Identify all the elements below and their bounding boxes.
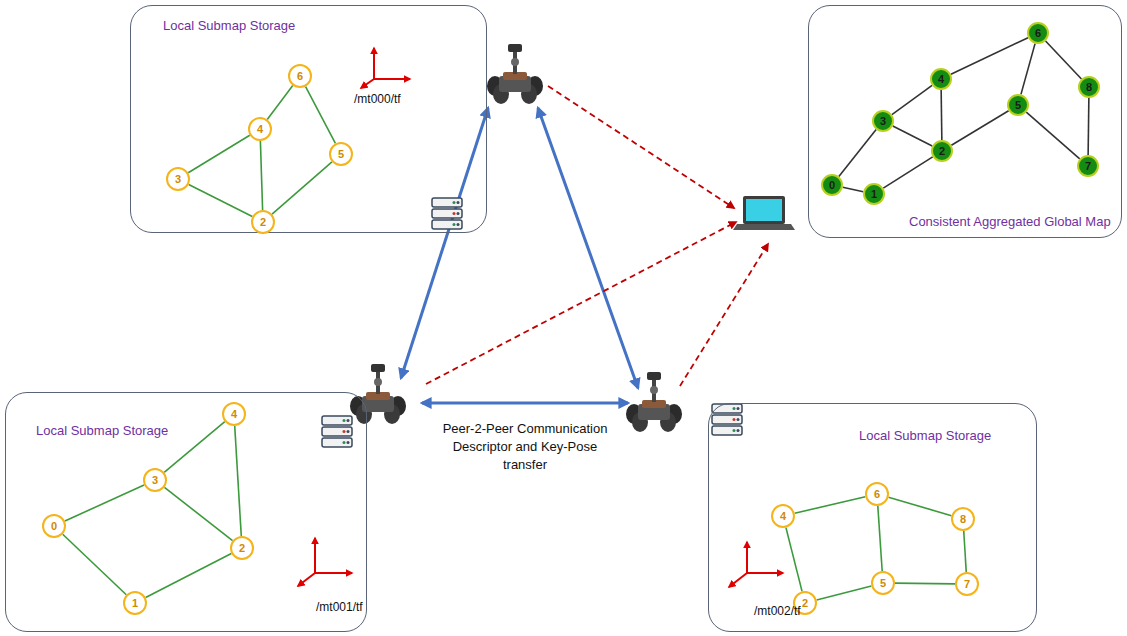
graph-edge [843,187,863,191]
pose-node: 4 [771,504,795,528]
pose-node: 5 [1007,94,1029,116]
pose-node: 5 [329,142,353,166]
frame-label: /mt002/tf [754,604,801,618]
submap-panel: Consistent Aggregated Global Map 0 1 2 3 4 5 6 7… [808,5,1122,238]
pose-node: 7 [955,572,979,596]
pose-node: 0 [42,514,66,538]
node-number: 2 [239,543,245,554]
graph-edge [164,422,225,473]
node-number: 6 [1035,28,1041,39]
panel-title: Local Submap Storage [859,428,991,443]
node-number: 8 [960,514,966,525]
graph-edge [883,157,932,188]
node-number: 5 [1015,100,1021,111]
node-number: 1 [132,598,138,609]
graph-edge [1046,41,1082,79]
node-number: 1 [871,189,877,200]
graph-edge [146,553,232,597]
graph-edge [889,497,952,515]
graph-edge [306,87,336,144]
pose-node: 6 [865,482,889,506]
node-number: 7 [964,579,970,590]
pose-node: 2 [230,536,254,560]
graph-edge [189,184,253,216]
graph-edge [1087,98,1089,155]
node-number: 0 [829,180,835,191]
node-number: 6 [874,489,880,500]
pose-node: 4 [222,402,246,426]
node-number: 5 [880,578,886,589]
node-number: 8 [1086,82,1092,93]
link-caption: Peer-2-Peer Communication Descriptor and… [440,420,610,474]
graph-edge [188,135,250,173]
node-number: 2 [802,598,808,609]
node-number: 0 [51,521,57,532]
node-number: 4 [231,409,237,420]
pose-node: 4 [930,68,952,90]
node-number: 4 [257,124,263,135]
graph-edge [964,531,967,572]
graph-edge [895,582,955,584]
graph-edge [267,86,293,120]
graph-edge [65,485,144,521]
submap-panel: Local Submap Storage 4 3 0 2 1 [5,392,367,632]
pose-node: 7 [1077,155,1099,177]
pose-node: 2 [251,210,275,234]
panel-title: Consistent Aggregated Global Map [909,214,1111,229]
pose-node: 5 [871,571,895,595]
graph-edge [272,162,332,214]
pose-node: 0 [821,174,843,196]
pose-node: 8 [1078,76,1100,98]
panel-title: Local Submap Storage [36,423,168,438]
pose-node: 3 [872,110,894,132]
submap-panel: Local Submap Storage 6 4 3 5 2 [130,5,487,233]
frame-label: /mt001/tf [316,600,363,614]
node-number: 2 [260,217,266,228]
graph-edge [786,528,802,592]
graph-edge [878,506,882,571]
frame-label: /mt000/tf [354,92,401,106]
graph-edge [1021,44,1035,95]
graph-edge [839,130,876,177]
graph-edge [892,85,932,114]
submap-panel: Local Submap Storage 6 8 4 5 7 2 [708,403,1037,632]
graph-edge [951,111,1008,146]
graph-edge [235,426,242,536]
pose-node: 8 [951,507,975,531]
panel-title: Local Submap Storage [163,18,295,33]
graph-edge [1026,112,1079,159]
pose-node: 6 [1027,22,1049,44]
node-number: 3 [175,174,181,185]
pose-node: 4 [248,117,272,141]
graph-edge [817,586,872,600]
node-number: 5 [338,149,344,160]
graph-edge [164,487,232,540]
node-number: 4 [938,74,944,85]
graph-edge [893,126,932,146]
graph-edge [940,90,942,140]
node-number: 7 [1085,161,1091,172]
pose-node: 1 [123,591,147,615]
graph-edge [951,38,1028,75]
node-number: 6 [297,71,303,82]
pose-node: 1 [863,183,885,205]
pose-node: 2 [931,140,953,162]
node-number: 3 [152,475,158,486]
pose-node: 3 [166,167,190,191]
graph-edge [63,534,127,594]
pose-node: 3 [143,468,167,492]
node-number: 2 [939,146,945,157]
graph-edge [260,141,262,210]
node-number: 4 [780,511,786,522]
pose-node: 6 [288,64,312,88]
graph-edge [795,497,866,514]
node-number: 3 [880,116,886,127]
